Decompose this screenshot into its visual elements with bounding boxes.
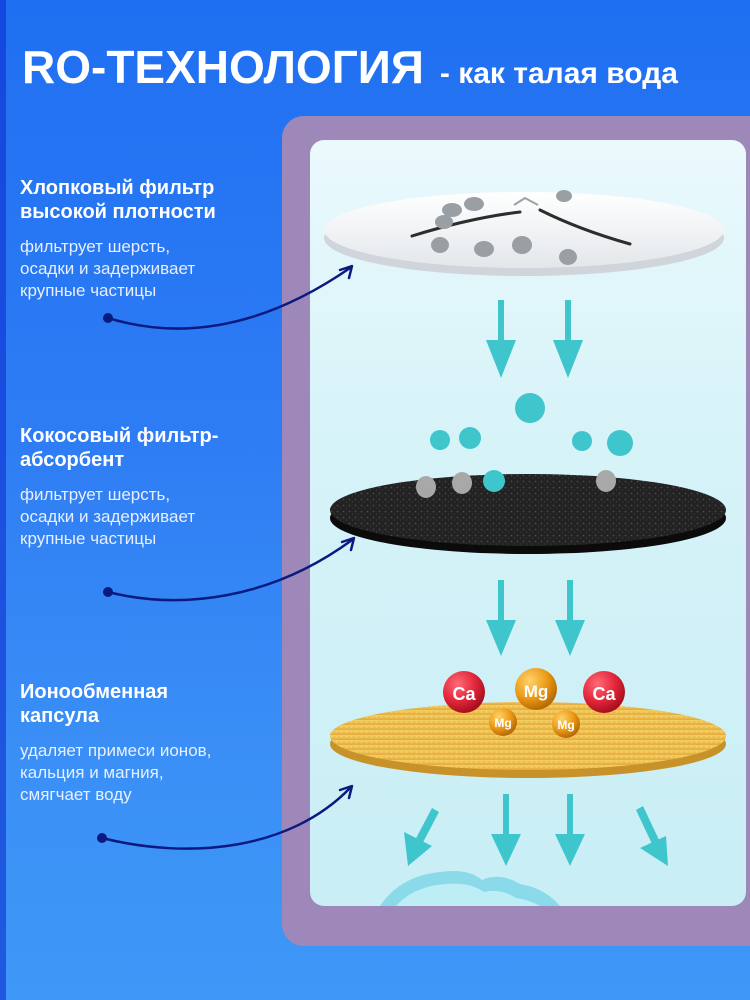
ion-exchange-disc (330, 702, 726, 778)
cotton-filter-disc (324, 190, 724, 276)
ion-calcium-left: Ca (443, 671, 485, 713)
layer-coconut-desc-line1: фильтрует шерсть, (20, 485, 171, 504)
arrow-down-icon (486, 580, 516, 656)
layer-cotton-description: фильтрует шерсть, осадки и задерживает к… (20, 236, 290, 302)
layer-ion-desc-line1: удаляет примеси ионов, (20, 741, 212, 760)
arrow-down-icon (555, 794, 585, 866)
layer-cotton-desc-line1: фильтрует шерсть, (20, 237, 171, 256)
layer-ion-heading: Ионообменная капсула (20, 680, 290, 728)
layer-ion-description: удаляет примеси ионов, кальция и магния,… (20, 740, 290, 806)
flow-arrows-1 (486, 300, 583, 378)
layer-cotton-desc-line2: осадки и задерживает (20, 259, 196, 278)
layer-coconut-heading-line1: Кокосовый фильтр- (20, 425, 219, 447)
arrow-down-icon (555, 580, 585, 656)
layer-coconut-heading: Кокосовый фильтр- абсорбент (20, 424, 290, 472)
ion-calcium-right: Ca (583, 671, 625, 713)
flow-arrows-3 (404, 794, 668, 866)
title-main: RO-ТЕХНОЛОГИЯ (22, 41, 424, 93)
flow-arrows-2 (486, 580, 585, 656)
ion-magnesium-label: Mg (494, 716, 511, 730)
ion-calcium-label: Ca (452, 684, 476, 704)
arrowhead-icon (340, 536, 356, 552)
ion-magnesium-label: Mg (557, 718, 574, 732)
coconut-carbon-disc (330, 470, 726, 554)
water-splash (380, 871, 560, 906)
pointer-coconut (103, 536, 356, 602)
ion-magnesium-large: Mg (515, 668, 557, 710)
pointer-ion (97, 784, 354, 850)
layer-cotton-text: Хлопковый фильтр высокой плотности фильт… (20, 176, 290, 302)
arrow-down-left-icon (404, 808, 439, 866)
arrow-down-icon (553, 300, 583, 378)
layer-cotton-heading-line2: высокой плотности (20, 201, 216, 223)
layer-coconut-desc-line3: крупные частицы (20, 529, 157, 548)
pointer-cotton (103, 264, 354, 330)
left-edge-stripe (0, 0, 6, 1000)
page-title: RO-ТЕХНОЛОГИЯ - как талая вода (22, 40, 737, 102)
ion-magnesium-small-right: Mg (552, 710, 580, 738)
layer-ion-desc-line3: смягчает воду (20, 785, 132, 804)
arrow-down-right-icon (636, 806, 668, 866)
water-droplets (430, 393, 633, 456)
ion-magnesium-label: Mg (524, 682, 549, 701)
layer-coconut-description: фильтрует шерсть, осадки и задерживает к… (20, 484, 290, 550)
layer-ion-desc-line2: кальция и магния, (20, 763, 164, 782)
arrow-down-icon (491, 794, 521, 866)
ion-calcium-label: Ca (592, 684, 616, 704)
arrow-down-icon (486, 300, 516, 378)
layer-ion-text: Ионообменная капсула удаляет примеси ион… (20, 680, 290, 806)
layer-cotton-heading: Хлопковый фильтр высокой плотности (20, 176, 290, 224)
arrowhead-icon (338, 264, 354, 280)
layer-ion-heading-line1: Ионообменная (20, 681, 169, 703)
ion-magnesium-small-left: Mg (489, 708, 517, 736)
layer-coconut-text: Кокосовый фильтр- абсорбент фильтрует ше… (20, 424, 290, 550)
layer-coconut-heading-line2: абсорбент (20, 449, 125, 471)
layer-cotton-desc-line3: крупные частицы (20, 281, 157, 300)
layer-cotton-heading-line1: Хлопковый фильтр (20, 177, 215, 199)
layer-coconut-desc-line2: осадки и задерживает (20, 507, 196, 526)
arrowhead-icon (338, 784, 354, 800)
title-subtitle: - как талая вода (439, 57, 678, 90)
layer-ion-heading-line2: капсула (20, 705, 100, 727)
